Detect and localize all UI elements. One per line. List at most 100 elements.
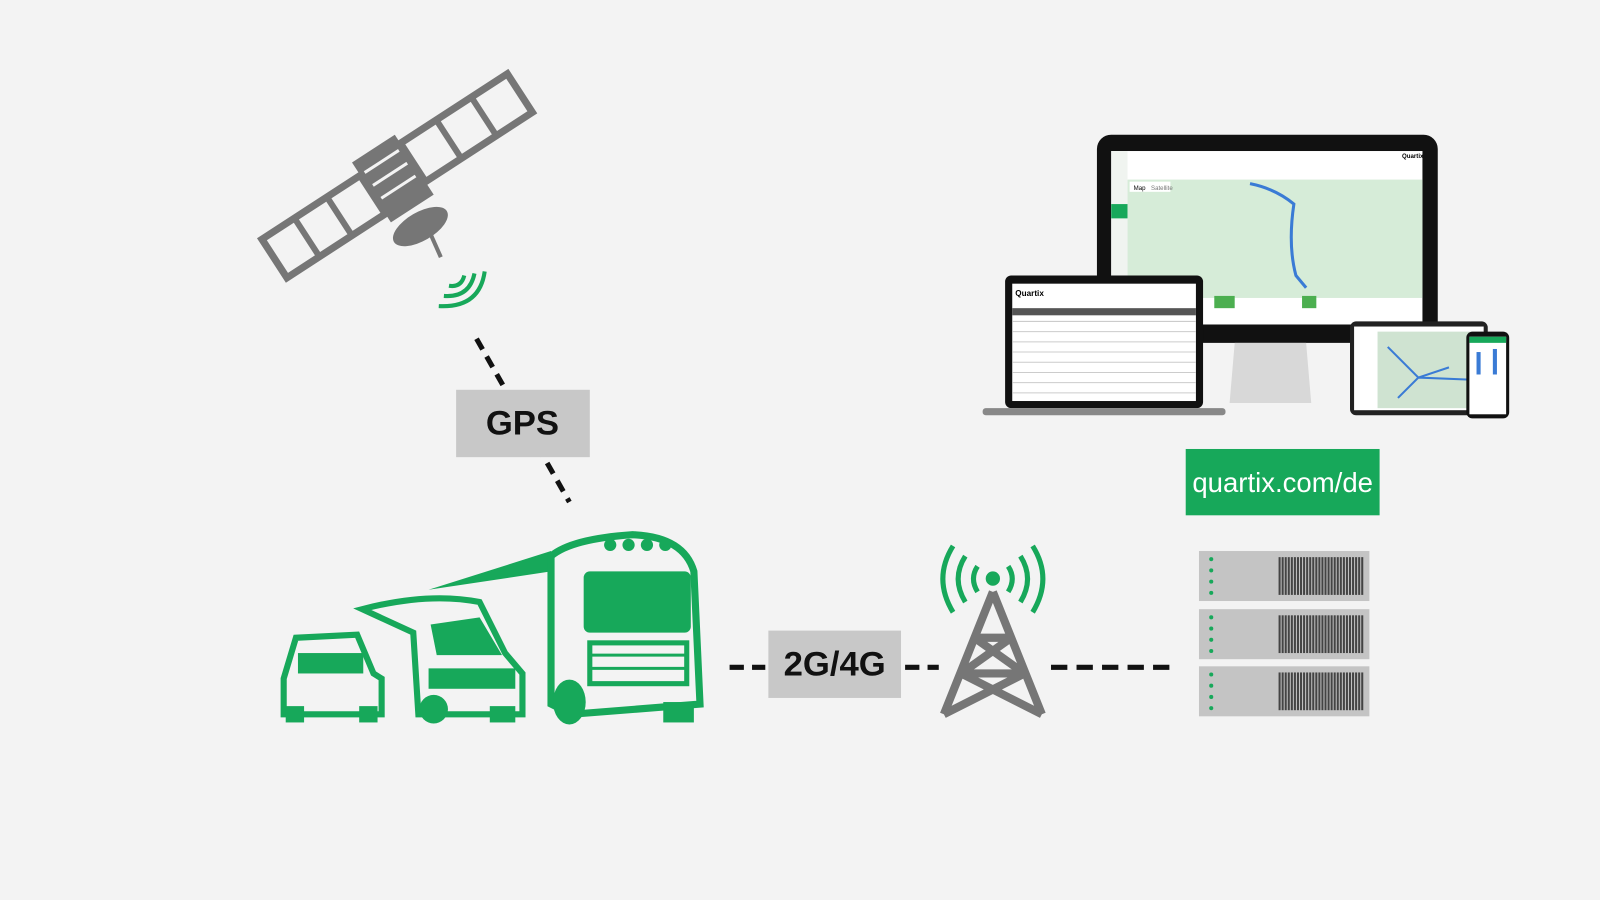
server-vent — [1336, 557, 1339, 595]
server-vent — [1309, 557, 1312, 595]
server-vent — [1290, 615, 1293, 654]
server-vent — [1355, 557, 1358, 595]
server-vent — [1321, 557, 1324, 595]
server-vent — [1278, 615, 1281, 654]
server-rack-icon — [1198, 551, 1370, 717]
server-vent — [1303, 672, 1306, 711]
server-vent — [1306, 557, 1309, 595]
server-vent — [1281, 615, 1284, 654]
server-vent — [1287, 615, 1290, 654]
server-vent — [1318, 557, 1321, 595]
website-link[interactable]: quartix.com/de — [1192, 467, 1373, 498]
server-vent — [1355, 615, 1358, 654]
server-vent — [1300, 615, 1303, 654]
server-led — [1209, 648, 1214, 654]
phone-icon — [1466, 331, 1510, 419]
server-led — [1209, 626, 1214, 631]
server-vent — [1318, 615, 1321, 654]
website-link-box[interactable] — [1185, 448, 1380, 516]
gps-link — [474, 337, 572, 504]
server-led — [1209, 637, 1214, 642]
server-vent — [1300, 557, 1303, 595]
server-vent — [1352, 672, 1355, 711]
server-vent — [1330, 557, 1333, 595]
gps-label-box — [456, 389, 590, 458]
server-vent — [1303, 557, 1306, 595]
server-vent — [1327, 615, 1330, 654]
server-vent — [1306, 672, 1309, 711]
server-vent — [1300, 672, 1303, 711]
network-label: 2G/4G — [784, 646, 886, 684]
server-vent — [1333, 557, 1336, 595]
server-led — [1209, 672, 1214, 677]
network-label-box — [768, 630, 902, 698]
server-led — [1209, 706, 1214, 711]
server-vent — [1336, 672, 1339, 711]
server-vent — [1312, 615, 1315, 654]
server-vent — [1336, 615, 1339, 654]
server-vent — [1361, 557, 1364, 595]
server-vent — [1361, 615, 1364, 654]
server-led — [1209, 579, 1214, 584]
server-vent — [1284, 615, 1287, 654]
server-vent — [1345, 615, 1348, 654]
server-vent — [1358, 615, 1361, 654]
server-vent — [1339, 557, 1342, 595]
server-vent — [1339, 672, 1342, 711]
server-vent — [1352, 557, 1355, 595]
satellite-tab[interactable]: Satellite — [1151, 185, 1173, 192]
server-vent — [1321, 672, 1324, 711]
server-led — [1209, 568, 1214, 573]
server-vent — [1342, 672, 1345, 711]
server-led — [1209, 683, 1214, 688]
server-vent — [1296, 615, 1299, 654]
server-vent — [1342, 615, 1345, 654]
server-vent — [1342, 557, 1345, 595]
server-vent — [1281, 672, 1284, 711]
server-vent — [1296, 672, 1299, 711]
server-vent — [1315, 557, 1318, 595]
satellite-icon — [256, 68, 538, 283]
server-vent — [1284, 672, 1287, 711]
laptop-icon: Quartix — [982, 275, 1226, 416]
server-vent — [1284, 557, 1287, 595]
server-vent — [1330, 672, 1333, 711]
server-vent — [1358, 557, 1361, 595]
server-vent — [1348, 672, 1352, 711]
server-vent — [1324, 615, 1327, 654]
tablet-icon — [1350, 321, 1488, 416]
gps-label: GPS — [486, 405, 559, 443]
server-vent — [1327, 672, 1330, 711]
server-vent — [1315, 672, 1318, 711]
server-vent — [1309, 615, 1312, 654]
server-vent — [1281, 557, 1284, 595]
server-vent — [1278, 672, 1281, 711]
laptop-logo: Quartix — [1015, 289, 1044, 298]
server-vent — [1296, 557, 1299, 595]
server-vent — [1312, 557, 1315, 595]
server-led — [1209, 590, 1214, 595]
monitor-logo: Quartix — [1402, 153, 1424, 160]
server-vent — [1290, 672, 1293, 711]
server-vent — [1358, 672, 1361, 711]
server-vent — [1355, 672, 1358, 711]
server-vent — [1330, 615, 1333, 654]
van-icon — [353, 595, 526, 724]
server-vent — [1306, 615, 1309, 654]
server-vent — [1312, 672, 1315, 711]
server-vent — [1321, 615, 1324, 654]
signal-waves-icon — [438, 271, 487, 309]
server-vent — [1315, 615, 1318, 654]
server-vent — [1345, 672, 1348, 711]
server-vent — [1293, 557, 1296, 595]
map-tab[interactable]: Map — [1134, 185, 1146, 192]
server-vent — [1339, 615, 1342, 654]
server-vent — [1278, 557, 1281, 595]
server-vent — [1309, 672, 1312, 711]
server-led — [1209, 694, 1214, 699]
server-led — [1209, 615, 1214, 620]
server-vent — [1333, 615, 1336, 654]
server-vent — [1324, 672, 1327, 711]
cell-tower-icon — [940, 544, 1046, 718]
server-vent — [1327, 557, 1330, 595]
